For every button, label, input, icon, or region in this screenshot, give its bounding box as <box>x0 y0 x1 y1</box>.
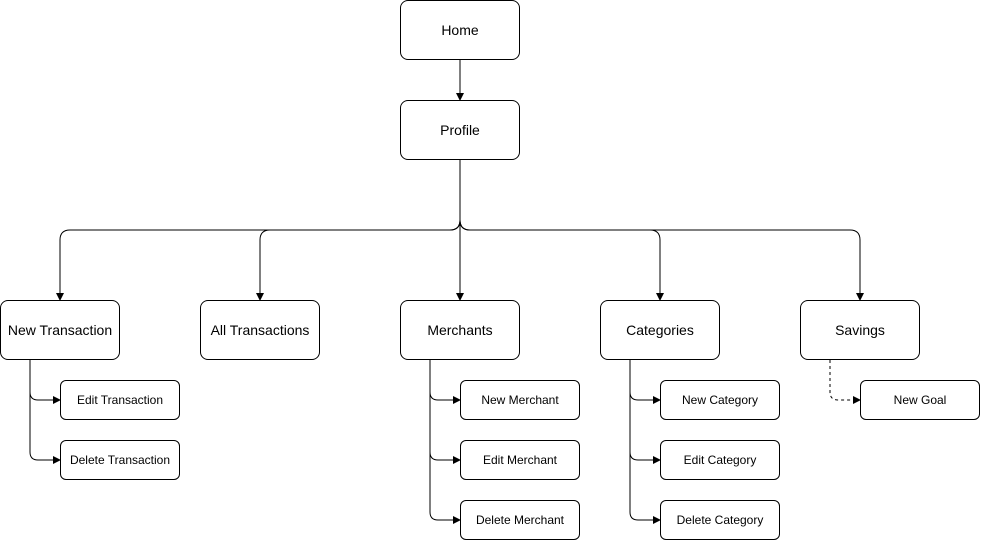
node-profile[interactable]: Profile <box>400 100 520 160</box>
node-edit-merchant-label: Edit Merchant <box>482 453 558 467</box>
edge-new-merchant <box>429 360 461 404</box>
node-edit-transaction[interactable]: Edit Transaction <box>60 380 180 420</box>
node-profile-label: Profile <box>440 122 480 138</box>
node-new-category[interactable]: New Category <box>660 380 780 420</box>
node-savings-label: Savings <box>835 322 885 338</box>
node-savings[interactable]: Savings <box>800 300 920 360</box>
node-new-goal-label: New Goal <box>893 393 947 407</box>
node-new-merchant[interactable]: New Merchant <box>460 380 580 420</box>
node-new-category-label: New Category <box>681 393 759 407</box>
node-merchants-label: Merchants <box>427 322 493 338</box>
node-merchants[interactable]: Merchants <box>400 300 520 360</box>
edge-delete-category <box>629 360 661 524</box>
node-delete-category-label: Delete Category <box>676 513 764 527</box>
node-edit-transaction-label: Edit Transaction <box>76 393 164 407</box>
node-categories[interactable]: Categories <box>600 300 720 360</box>
edge-edit-merchant <box>429 360 461 464</box>
node-edit-merchant[interactable]: Edit Merchant <box>460 440 580 480</box>
node-all-transactions-label: All Transactions <box>210 322 310 338</box>
node-delete-merchant-label: Delete Merchant <box>475 513 565 527</box>
edge-new-category <box>629 360 661 404</box>
edge-profile-all-transactions <box>256 160 461 301</box>
node-delete-transaction[interactable]: Delete Transaction <box>60 440 180 480</box>
node-edit-category-label: Edit Category <box>683 453 757 467</box>
edge-edit-category <box>629 360 661 464</box>
node-home-label: Home <box>441 22 479 38</box>
edge-profile-savings <box>459 160 864 301</box>
node-new-transaction[interactable]: New Transaction <box>0 300 120 360</box>
edge-delete-transaction <box>29 360 61 464</box>
node-delete-transaction-label: Delete Transaction <box>69 453 171 467</box>
edge-new-goal <box>829 360 861 404</box>
node-delete-category[interactable]: Delete Category <box>660 500 780 540</box>
edge-edit-transaction <box>29 360 61 404</box>
node-new-goal[interactable]: New Goal <box>860 380 980 420</box>
node-edit-category[interactable]: Edit Category <box>660 440 780 480</box>
node-all-transactions[interactable]: All Transactions <box>200 300 320 360</box>
edge-delete-merchant <box>429 360 461 524</box>
node-categories-label: Categories <box>626 322 694 338</box>
node-delete-merchant[interactable]: Delete Merchant <box>460 500 580 540</box>
node-new-merchant-label: New Merchant <box>481 393 559 407</box>
node-home[interactable]: Home <box>400 0 520 60</box>
node-new-transaction-label: New Transaction <box>7 322 113 338</box>
